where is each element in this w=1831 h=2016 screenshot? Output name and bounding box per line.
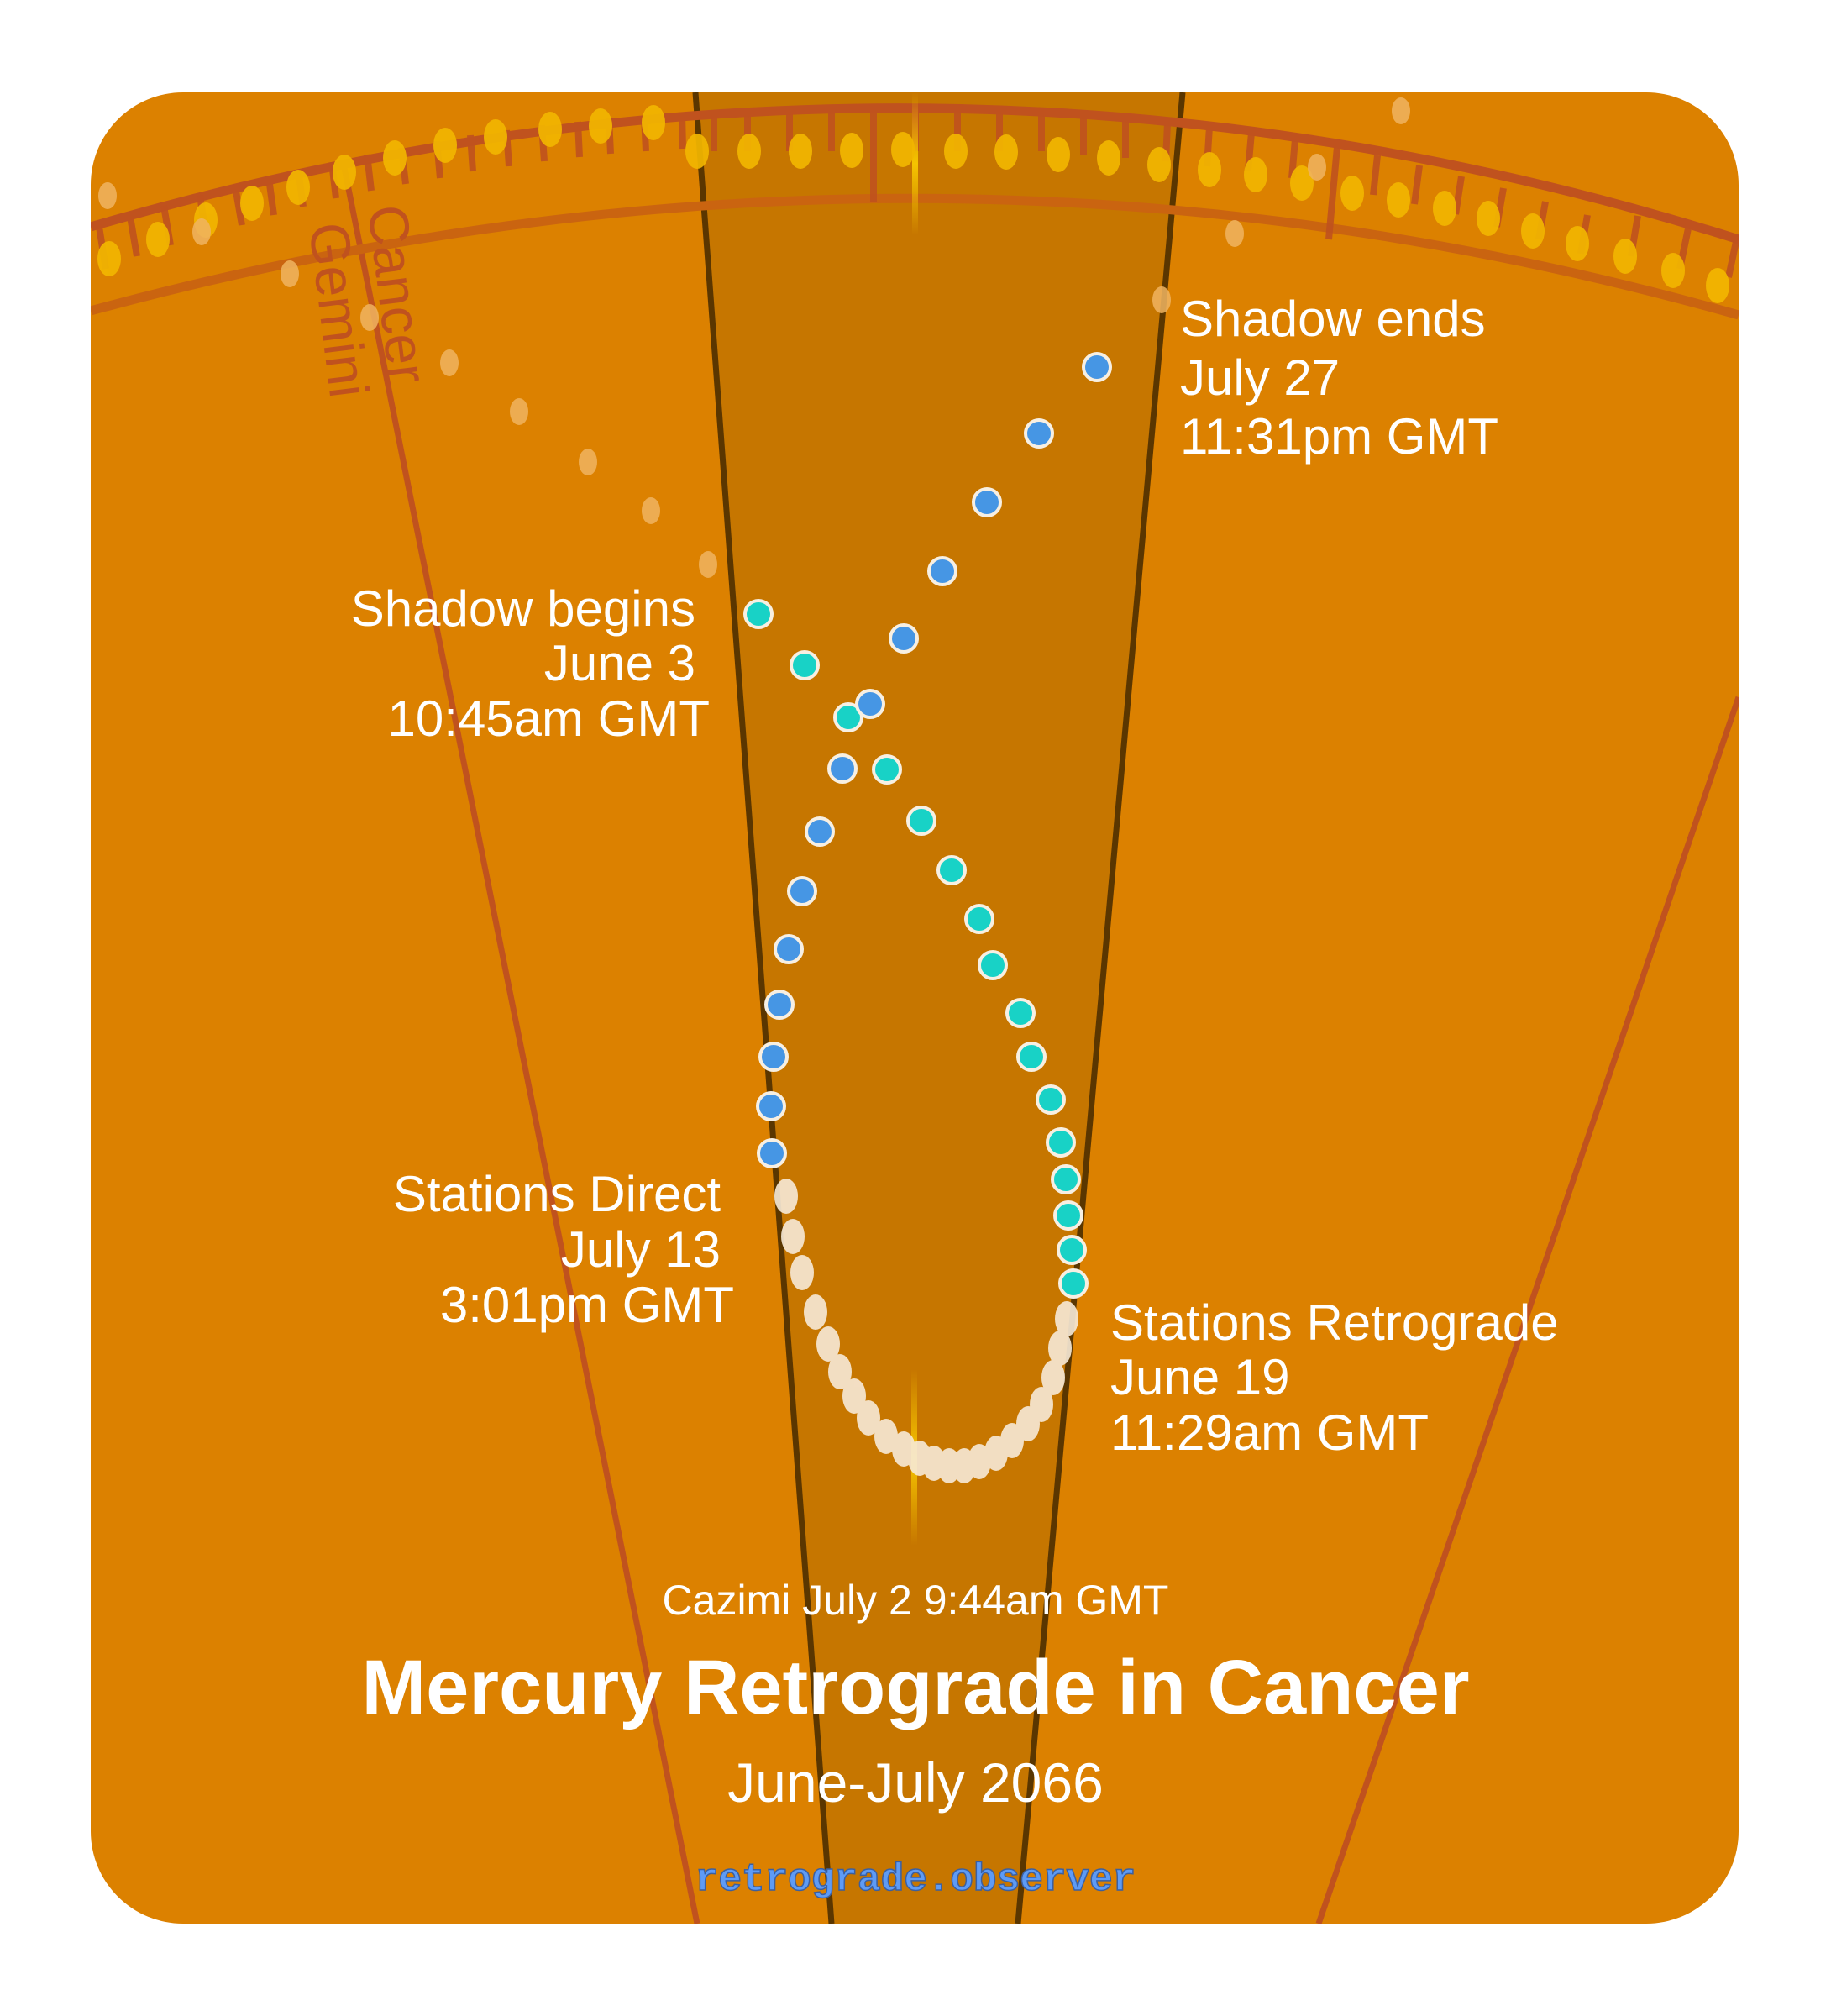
stations-retrograde-label: Stations Retrograde June 19 11:29am GMT (1110, 1294, 1559, 1461)
shadow-begins-title: Shadow begins (351, 580, 695, 637)
cancer-leo-boundary-line (1315, 696, 1739, 1924)
shadow-zone-band (695, 92, 1183, 1924)
shadow-begins-label: Shadow begins June 3 10:45am GMT (351, 580, 710, 747)
shadow-begins-date: June 3 (544, 635, 695, 691)
shadow-ends-label: Shadow ends July 27 11:31pm GMT (1180, 291, 1498, 465)
stations-retrograde-time: 11:29am GMT (1110, 1404, 1429, 1461)
stations-direct-title: Stations Direct (393, 1166, 721, 1222)
shadow-end-boundary (1015, 92, 1186, 1924)
shadow-ends-title: Shadow ends (1180, 291, 1486, 347)
pre-retrograde-shadow-dots (743, 599, 1089, 1299)
stations-retrograde-date: June 19 (1110, 1349, 1290, 1405)
post-retrograde-shadow-dots (756, 352, 1112, 1168)
stations-direct-time: 3:01pm GMT (440, 1277, 734, 1333)
shadow-begins-time: 10:45am GMT (388, 690, 710, 747)
stations-direct-date: July 13 (561, 1221, 721, 1278)
stations-retrograde-title: Stations Retrograde (1110, 1294, 1559, 1351)
stations-direct-label: Stations Direct July 13 3:01pm GMT (393, 1166, 734, 1333)
page-subtitle: June-July 2066 (727, 1751, 1104, 1814)
faint-mercury-trail (98, 97, 1410, 578)
site-url-link[interactable]: retrograde.observer (695, 1857, 1136, 1903)
shadow-begin-boundary (692, 92, 835, 1924)
retrograde-dots (774, 1179, 1078, 1483)
ecliptic-inner-arc (91, 193, 1739, 320)
cazimi-label: Cazimi July 2 9:44am GMT (663, 1577, 1169, 1624)
sun-position-marker-top (912, 92, 918, 235)
gemini-cancer-boundary-line (341, 167, 700, 1924)
sun-daily-dots (97, 105, 1729, 303)
shadow-ends-time: 11:31pm GMT (1180, 408, 1498, 465)
shadow-ends-date: July 27 (1180, 349, 1340, 406)
page-title: Mercury Retrograde in Cancer (361, 1645, 1469, 1730)
